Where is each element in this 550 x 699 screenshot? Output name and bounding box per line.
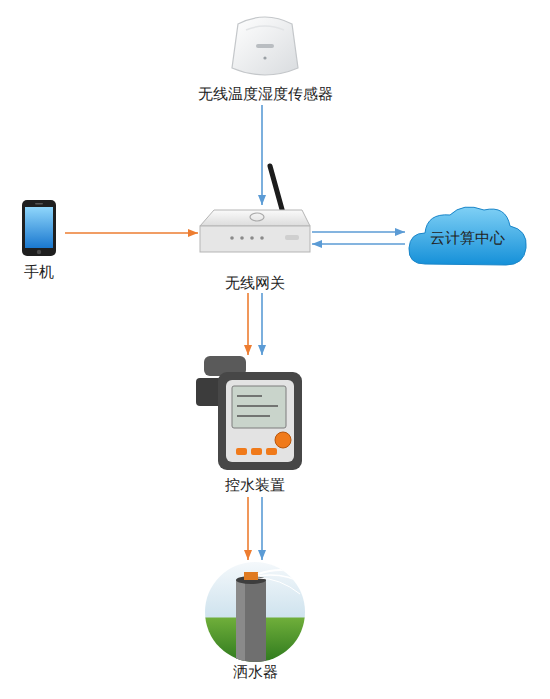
phone-illustration (22, 200, 56, 256)
art-rect (285, 235, 299, 240)
art-rect (218, 372, 302, 470)
art-rect (236, 448, 247, 455)
art-rect (226, 380, 294, 462)
art-circle (240, 236, 244, 240)
art-path (246, 26, 284, 30)
cloud-label: 云计算中心 (405, 228, 530, 248)
node-label: 控水装置 (190, 475, 320, 495)
art-line (237, 405, 278, 407)
sensor-illustration (232, 17, 298, 75)
art-circle (37, 250, 41, 254)
connector-arrow (312, 243, 405, 245)
art-rect (35, 203, 43, 205)
art-rect (200, 226, 310, 252)
art-rect (256, 44, 274, 48)
cloud-node: 云计算中心 (405, 200, 530, 272)
art-circle (260, 236, 264, 240)
gateway-illustration (200, 166, 310, 252)
art-rect (22, 200, 56, 256)
connector-arrow (261, 105, 263, 205)
art-line (237, 415, 270, 417)
node-label: 无线网关 (198, 273, 312, 293)
art-circle (275, 432, 291, 448)
node-label: 无线温度湿度传感器 (180, 84, 350, 104)
connector-arrow (261, 497, 263, 560)
art-path (232, 17, 298, 75)
art-ellipse (250, 213, 264, 221)
art-rect (232, 386, 286, 428)
valve-illustration (196, 356, 302, 470)
art-rect (244, 572, 258, 580)
art-path (258, 578, 300, 594)
sprinkler-node: 洒水器 (195, 560, 315, 684)
art-rect (236, 580, 245, 662)
art-circle (230, 236, 234, 240)
phone-node: 手机 (12, 200, 65, 282)
art-circle (250, 236, 254, 240)
node-label: 洒水器 (195, 662, 315, 682)
art-line (237, 395, 262, 397)
art-rect (266, 448, 277, 455)
gateway-node: 无线网关 (198, 205, 312, 293)
connector-arrow (247, 293, 249, 355)
connector-arrow (247, 497, 249, 560)
connector-arrow (312, 231, 405, 233)
art-rect (236, 580, 266, 662)
sensor-node: 无线温度湿度传感器 (180, 10, 350, 105)
art-circle (263, 56, 266, 59)
art-rect (251, 448, 262, 455)
art-rect (205, 562, 305, 662)
valve-node: 控水装置 (190, 355, 320, 497)
art-rect (25, 207, 53, 248)
art-path (258, 570, 300, 574)
node-label: 手机 (12, 262, 65, 282)
connector-arrow (261, 293, 263, 355)
sprinkler-illustration (205, 562, 305, 662)
connector-arrow (65, 232, 198, 234)
art-path (200, 210, 310, 226)
art-line (270, 166, 283, 213)
